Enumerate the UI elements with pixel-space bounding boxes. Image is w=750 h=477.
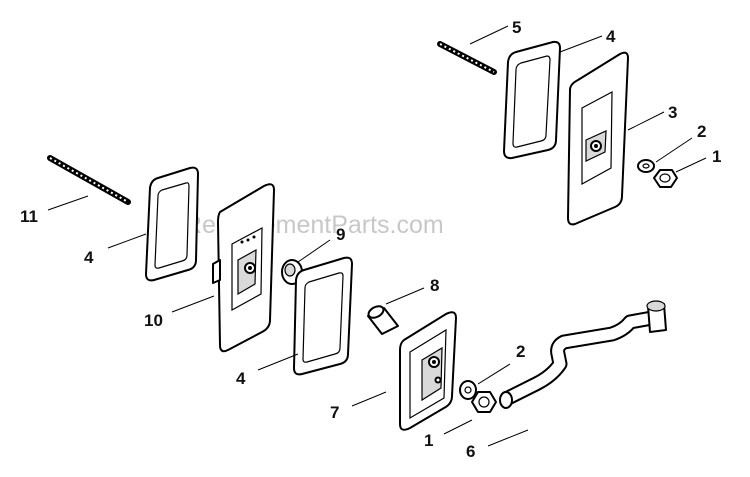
leader-9 xyxy=(297,239,331,263)
gasket-left xyxy=(145,166,199,282)
stud-upper xyxy=(437,41,497,75)
leader-1-upper xyxy=(675,157,707,173)
leader-2-lower xyxy=(477,363,511,385)
callout-2-upper: 2 xyxy=(697,122,706,141)
washer-lower xyxy=(459,380,477,400)
nut-upper xyxy=(653,169,678,188)
stud-left xyxy=(47,155,131,205)
leader-8 xyxy=(385,287,425,305)
callout-8: 8 xyxy=(430,276,439,295)
watermark: eReplacementParts.com xyxy=(170,211,444,239)
washer-upper xyxy=(637,159,655,173)
leader-1-lower xyxy=(443,419,473,435)
leader-5 xyxy=(469,25,509,45)
leader-11 xyxy=(47,195,89,211)
cover-plate-lower xyxy=(399,311,457,431)
callout-6: 6 xyxy=(466,442,475,461)
callout-1-lower: 1 xyxy=(424,431,433,450)
leader-2-upper xyxy=(655,137,693,163)
leader-10 xyxy=(171,295,215,313)
cover-plate-left xyxy=(212,183,275,353)
leader-3 xyxy=(627,111,665,131)
callout-3: 3 xyxy=(668,103,677,122)
breather-tube xyxy=(499,300,667,409)
callout-4-left: 4 xyxy=(84,248,94,267)
callout-10: 10 xyxy=(144,311,163,330)
leader-7 xyxy=(351,391,387,407)
callout-2-lower: 2 xyxy=(516,342,525,361)
callout-9: 9 xyxy=(336,225,345,244)
callout-11: 11 xyxy=(20,207,38,226)
callout-1-upper: 1 xyxy=(712,147,721,166)
cover-plate-upper xyxy=(567,51,629,226)
callout-4-middle: 4 xyxy=(236,369,246,388)
spacer-tube xyxy=(367,305,399,335)
leader-6 xyxy=(487,429,529,447)
nut-lower xyxy=(471,391,497,413)
leader-4-upper xyxy=(559,35,603,53)
leader-4-middle xyxy=(257,353,299,371)
callout-4-upper: 4 xyxy=(606,27,616,46)
leader-4-left xyxy=(107,233,147,249)
callout-5: 5 xyxy=(512,18,521,37)
gasket-upper xyxy=(503,40,561,160)
callout-7: 7 xyxy=(330,403,339,422)
gasket-middle xyxy=(293,256,353,376)
